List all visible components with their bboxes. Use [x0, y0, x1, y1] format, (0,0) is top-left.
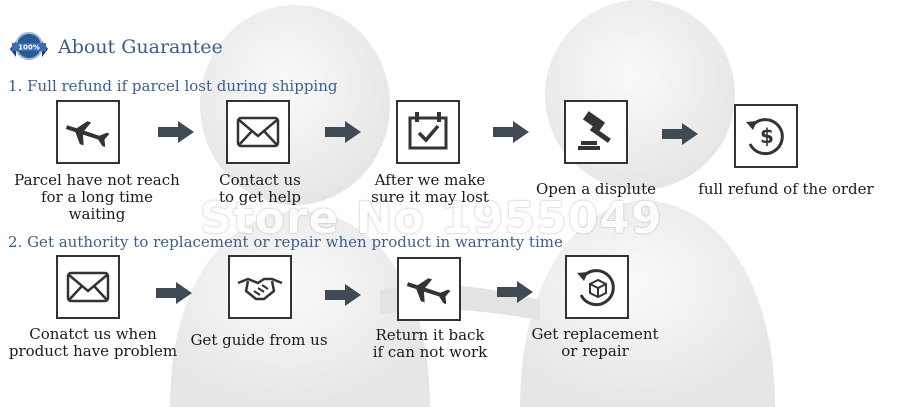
step2-4-caption: Get replacement or repair [531, 325, 659, 360]
step1-4-caption: Open a displute [536, 180, 656, 198]
svg-text:$: $ [760, 124, 774, 148]
step1-5-box: $ [734, 104, 798, 168]
step2-1-box [56, 255, 120, 319]
step2-2-box [228, 255, 292, 319]
calendar-check-icon [408, 112, 448, 150]
airplane-icon [406, 278, 451, 305]
gavel-icon [578, 111, 611, 150]
envelope-icon [236, 116, 280, 148]
step2-1-caption: Conatct us when product have problem [8, 325, 178, 360]
step1-1-box [56, 100, 120, 164]
page-title: About Guarantee [58, 36, 223, 58]
step1-3-box [396, 100, 460, 164]
envelope-icon [66, 271, 110, 303]
step1-3-caption: After we make sure it may lost [371, 171, 489, 206]
step2-4-box [565, 255, 629, 319]
arrow-right-icon [325, 284, 361, 306]
arrow-right-icon [158, 121, 194, 143]
section2-heading: 2. Get authority to replacement or repai… [8, 233, 563, 251]
step2-3-caption: Return it back if can not work [372, 326, 488, 361]
step1-1-caption: Parcel have not reach for a long time wa… [14, 171, 180, 223]
section1-heading: 1. Full refund if parcel lost during shi… [8, 77, 338, 95]
arrow-right-icon [325, 121, 361, 143]
step1-2-box [226, 100, 290, 164]
arrow-right-icon [497, 281, 533, 303]
guarantee-badge-icon: 100% [10, 32, 48, 60]
arrow-right-icon [156, 282, 192, 304]
step1-2-caption: Contact us to get help [218, 171, 302, 206]
badge-text: 100% [18, 44, 40, 52]
step1-5-caption: full refund of the order [698, 180, 874, 198]
replace-box-icon [577, 269, 615, 307]
step2-2-caption: Get guide from us [190, 331, 328, 349]
handshake-icon [237, 277, 283, 301]
step2-3-box [397, 257, 461, 321]
airplane-icon [65, 121, 110, 148]
dollar-refund-icon: $ [746, 118, 784, 156]
arrow-right-icon [662, 123, 698, 145]
step1-4-box [564, 100, 628, 164]
store-watermark: Store No 1955049 [200, 193, 663, 244]
arrow-right-icon [493, 121, 529, 143]
